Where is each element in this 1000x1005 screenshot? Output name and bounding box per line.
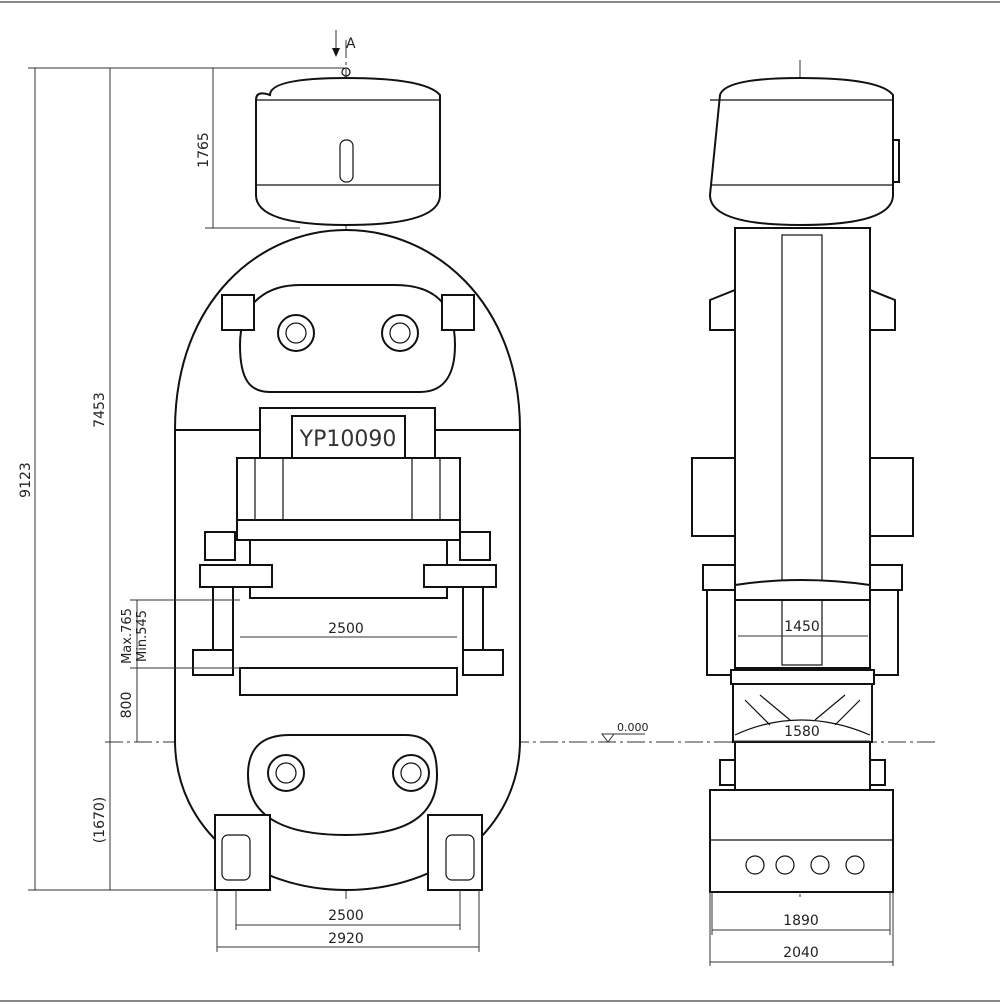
section-marker-a: A <box>332 30 356 57</box>
dim-base-width: 1580 <box>784 724 820 740</box>
dim-tank-height: 1765 <box>196 132 212 168</box>
dim-overall-width: 2920 <box>328 931 364 947</box>
dim-inner-width: 1450 <box>784 619 820 635</box>
dim-stroke-min: Min.545 <box>135 610 150 662</box>
side-view <box>691 76 914 893</box>
slide <box>249 539 448 599</box>
dim-table-width: 2500 <box>328 621 364 637</box>
side-tank <box>708 76 894 227</box>
lower-crossbeam <box>246 734 439 837</box>
bolt-icon <box>267 754 305 792</box>
upper-bracket-right <box>441 294 475 331</box>
sight-glass-icon <box>339 139 354 183</box>
main-cylinder <box>236 457 461 521</box>
dim-stroke-max: Max.765 <box>120 608 135 664</box>
bolt-icon <box>277 314 315 352</box>
upper-crossbeam <box>238 284 457 393</box>
side-foot <box>709 789 894 893</box>
side-frame <box>734 227 871 669</box>
foot-left <box>214 814 271 891</box>
front-view: YP10090 <box>174 67 521 892</box>
dim-below-ground: (1670) <box>92 797 108 844</box>
dim-table-height: 800 <box>119 692 135 719</box>
dim-overall-depth: 2040 <box>783 945 819 961</box>
dim-height-above-ground: 7453 <box>92 392 108 428</box>
model-label: YP10090 <box>299 427 397 452</box>
dim-side-foot-span: 1890 <box>783 913 819 929</box>
ground-level-marker: 0.000 <box>601 721 649 743</box>
dim-foot-span: 2500 <box>328 908 364 924</box>
dimensions-side: 1450 1580 1890 2040 <box>709 619 894 966</box>
bolt-icon <box>392 754 430 792</box>
bolt-icon <box>381 314 419 352</box>
front-tank <box>255 76 441 227</box>
foot-right <box>427 814 483 891</box>
svg-text:0.000: 0.000 <box>617 721 649 734</box>
work-table <box>239 667 458 696</box>
upper-bracket-left <box>221 294 255 331</box>
svg-text:A: A <box>346 36 356 52</box>
dim-total-height: 9123 <box>18 462 34 498</box>
dimensions-front: 9123 7453 (1670) 1765 Max.765 Min.545 80… <box>18 67 480 952</box>
side-base <box>732 683 873 743</box>
